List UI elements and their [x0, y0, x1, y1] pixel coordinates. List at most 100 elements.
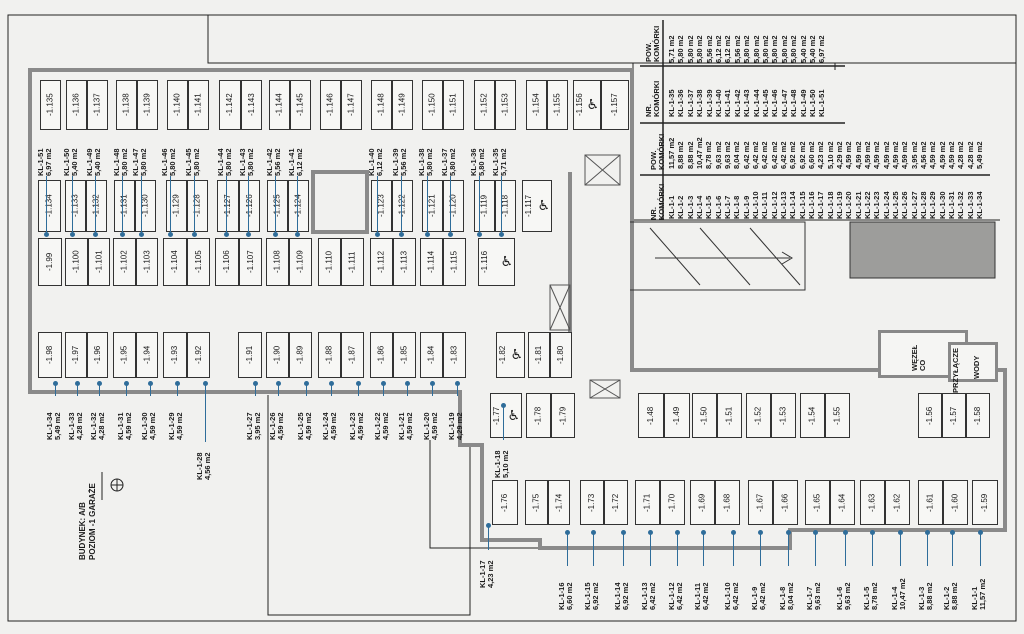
parking-space[interactable]: -1.86: [370, 332, 393, 378]
parking-space[interactable]: -1.79: [550, 393, 575, 438]
parking-space[interactable]: -1.75: [525, 480, 548, 525]
parking-space[interactable]: -1.71: [635, 480, 660, 525]
parking-space[interactable]: -1.110: [318, 238, 341, 286]
parking-space[interactable]: -1.137: [87, 80, 108, 130]
parking-space[interactable]: -1.90: [266, 332, 289, 378]
parking-space[interactable]: -1.67: [748, 480, 773, 525]
parking-space[interactable]: -1.103: [135, 238, 158, 286]
parking-space[interactable]: -1.98: [38, 332, 62, 378]
parking-space[interactable]: -1.151: [443, 80, 464, 130]
parking-space[interactable]: -1.126: [238, 180, 260, 232]
parking-space[interactable]: -1.106: [215, 238, 239, 286]
parking-space[interactable]: -1.50: [692, 393, 717, 438]
parking-space[interactable]: -1.116♿: [478, 238, 515, 286]
parking-space[interactable]: -1.129: [166, 180, 187, 232]
parking-space[interactable]: -1.147: [341, 80, 362, 130]
parking-space[interactable]: -1.149: [392, 80, 413, 130]
parking-space[interactable]: -1.109: [289, 238, 312, 286]
parking-space[interactable]: -1.69: [690, 480, 715, 525]
parking-space[interactable]: -1.60: [943, 480, 968, 525]
parking-space[interactable]: -1.130: [135, 180, 156, 232]
parking-space[interactable]: -1.89: [289, 332, 312, 378]
parking-space[interactable]: -1.92: [186, 332, 210, 378]
parking-space[interactable]: -1.49: [664, 393, 690, 438]
parking-space[interactable]: -1.72: [604, 480, 628, 525]
parking-space[interactable]: -1.140: [167, 80, 188, 130]
parking-space[interactable]: -1.123: [371, 180, 392, 232]
parking-space[interactable]: -1.153: [495, 80, 516, 130]
parking-space[interactable]: -1.93: [163, 332, 187, 378]
parking-space[interactable]: -1.132: [86, 180, 107, 232]
parking-space[interactable]: -1.63: [860, 480, 885, 525]
parking-space[interactable]: -1.134: [38, 180, 61, 232]
parking-space[interactable]: -1.95: [113, 332, 136, 378]
parking-space[interactable]: -1.64: [830, 480, 855, 525]
parking-space[interactable]: -1.96: [86, 332, 108, 378]
parking-space[interactable]: -1.104: [163, 238, 187, 286]
parking-space[interactable]: -1.119: [474, 180, 495, 232]
parking-space[interactable]: -1.81: [528, 332, 550, 378]
parking-space[interactable]: -1.133: [65, 180, 86, 232]
parking-space[interactable]: -1.143: [240, 80, 262, 130]
parking-space[interactable]: -1.144: [269, 80, 290, 130]
parking-space[interactable]: -1.48: [638, 393, 664, 438]
parking-space[interactable]: -1.141: [188, 80, 209, 130]
parking-space[interactable]: -1.53: [771, 393, 796, 438]
parking-space[interactable]: -1.142: [219, 80, 241, 130]
parking-space[interactable]: -1.111: [341, 238, 364, 286]
parking-space[interactable]: -1.127: [217, 180, 239, 232]
parking-space[interactable]: -1.125: [267, 180, 288, 232]
parking-space[interactable]: -1.121: [422, 180, 443, 232]
parking-space[interactable]: -1.83: [443, 332, 466, 378]
parking-space[interactable]: -1.73: [580, 480, 604, 525]
parking-space[interactable]: -1.124: [288, 180, 309, 232]
parking-space[interactable]: -1.97: [65, 332, 87, 378]
parking-space[interactable]: -1.108: [266, 238, 289, 286]
parking-space[interactable]: -1.52: [746, 393, 771, 438]
parking-space[interactable]: -1.131: [114, 180, 135, 232]
parking-space[interactable]: -1.120: [443, 180, 464, 232]
parking-space[interactable]: -1.136: [66, 80, 87, 130]
parking-space[interactable]: -1.74: [547, 480, 570, 525]
parking-space[interactable]: -1.77♿: [490, 393, 522, 438]
parking-space[interactable]: -1.66: [773, 480, 798, 525]
parking-space[interactable]: -1.91: [238, 332, 262, 378]
parking-space[interactable]: -1.105: [186, 238, 210, 286]
parking-space[interactable]: -1.148: [371, 80, 392, 130]
parking-space[interactable]: -1.94: [135, 332, 158, 378]
parking-space[interactable]: -1.100: [65, 238, 88, 286]
parking-space[interactable]: -1.139: [137, 80, 158, 130]
parking-space[interactable]: -1.102: [113, 238, 136, 286]
parking-space[interactable]: -1.155: [547, 80, 568, 130]
parking-space[interactable]: -1.146: [320, 80, 341, 130]
parking-space[interactable]: -1.107: [238, 238, 262, 286]
parking-space[interactable]: -1.157: [601, 80, 629, 130]
parking-space[interactable]: -1.54: [800, 393, 825, 438]
parking-space[interactable]: -1.70: [660, 480, 685, 525]
parking-space[interactable]: -1.114: [420, 238, 443, 286]
parking-space[interactable]: -1.135: [40, 80, 61, 130]
parking-space[interactable]: -1.112: [370, 238, 393, 286]
parking-space[interactable]: -1.117♿: [522, 180, 552, 232]
parking-space[interactable]: -1.85: [393, 332, 416, 378]
parking-space[interactable]: -1.80: [550, 332, 572, 378]
parking-space[interactable]: -1.51: [717, 393, 742, 438]
parking-space[interactable]: -1.78: [526, 393, 551, 438]
parking-space[interactable]: -1.128: [187, 180, 208, 232]
parking-space[interactable]: -1.56: [918, 393, 942, 438]
parking-space[interactable]: -1.118: [495, 180, 516, 232]
parking-space[interactable]: -1.101: [87, 238, 110, 286]
parking-space[interactable]: -1.65: [805, 480, 830, 525]
parking-space[interactable]: -1.154: [526, 80, 547, 130]
parking-space[interactable]: -1.76: [492, 480, 518, 525]
parking-space[interactable]: -1.113: [393, 238, 416, 286]
parking-space[interactable]: -1.59: [972, 480, 998, 525]
parking-space[interactable]: -1.62: [885, 480, 910, 525]
parking-space[interactable]: -1.145: [290, 80, 311, 130]
parking-space[interactable]: -1.88: [318, 332, 341, 378]
parking-space[interactable]: -1.55: [825, 393, 850, 438]
parking-space[interactable]: -1.68: [715, 480, 740, 525]
parking-space[interactable]: -1.115: [443, 238, 466, 286]
parking-space[interactable]: -1.138: [116, 80, 137, 130]
parking-space[interactable]: -1.122: [392, 180, 413, 232]
